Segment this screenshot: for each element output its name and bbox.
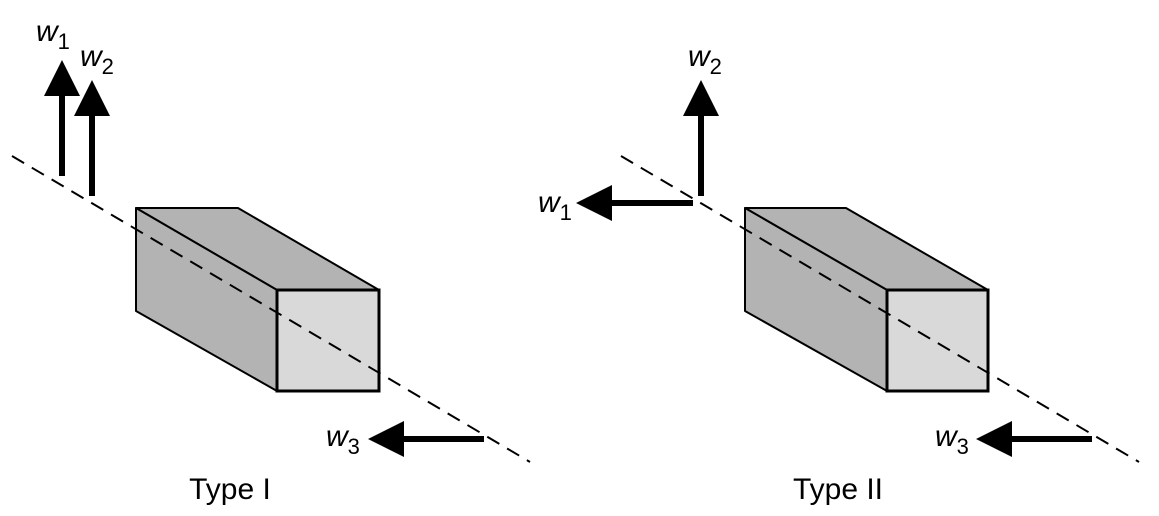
label-w2: w2 — [80, 40, 114, 79]
axis-dashed-line — [11, 155, 531, 463]
label-w1: w1 — [538, 186, 572, 225]
caption-type-1: Type I — [189, 473, 271, 506]
prism-type-2 — [744, 207, 990, 393]
prism-front-face — [885, 288, 990, 393]
label-w3: w3 — [935, 420, 969, 459]
panel-type-1: w1 w2 w3 Type I — [11, 15, 531, 506]
axis-dashed-line — [620, 155, 1140, 463]
panel-type-2: w1 w2 w3 Type II — [538, 40, 1140, 506]
label-w3: w3 — [326, 420, 360, 459]
prism-type-1 — [135, 207, 381, 393]
prism-front-face — [275, 288, 381, 393]
label-w2: w2 — [688, 40, 722, 79]
caption-type-2: Type II — [793, 473, 883, 506]
label-w1: w1 — [36, 15, 70, 54]
